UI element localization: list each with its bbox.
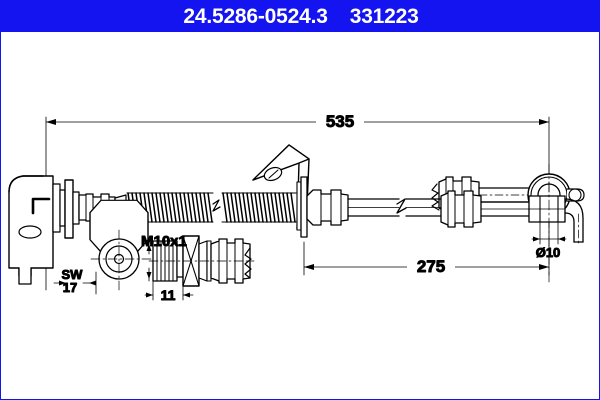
bracket-hole	[18, 225, 42, 239]
dimension-m10-group	[146, 241, 152, 282]
detail-hex-nut-end-view	[89, 199, 152, 291]
label-mask-275	[407, 259, 455, 275]
dimension-diameter-group	[531, 221, 567, 245]
dimension-label-275: 275	[417, 257, 445, 276]
left-marking-L	[31, 197, 51, 215]
arrow-right-275	[539, 264, 549, 270]
label-thread-spec: M10x1	[141, 233, 187, 250]
hose-tube-mid	[347, 198, 400, 217]
label-wrench-size: SW	[62, 267, 84, 282]
catalog-number-label: 331223	[349, 4, 419, 28]
left-collar-stack	[52, 179, 80, 239]
label-mask-535	[316, 114, 364, 130]
arrow-right-535	[539, 119, 549, 125]
arrow-left-535	[46, 119, 56, 125]
spring-guard-segment-2	[221, 192, 297, 223]
left-banjo-fitting	[8, 175, 54, 285]
dimension-label-diameter: Ø10	[536, 245, 561, 260]
detail-threaded-fitting	[148, 235, 255, 287]
break-symbol-hose	[396, 198, 407, 214]
dimension-11-group	[144, 280, 194, 301]
mid-crimp-fitting	[306, 189, 349, 226]
technical-drawing-canvas: 535 275	[1, 32, 599, 399]
dimension-label-11: 11	[161, 287, 176, 303]
label-wrench-size-value: 17	[63, 280, 77, 295]
hose-diagram-svg: 535 275	[8, 112, 585, 304]
mounting-bracket	[252, 144, 310, 238]
break-symbol-spring	[212, 199, 221, 212]
arrow-left-275	[304, 264, 314, 270]
dimension-275-group	[303, 216, 550, 276]
dimension-sw17-group	[53, 271, 97, 295]
bracket-tab	[18, 267, 32, 285]
title-bar: 24.5286-0524.3 331223	[1, 1, 599, 32]
part-number-label: 24.5286-0524.3	[183, 4, 328, 28]
dimension-label-535: 535	[326, 112, 354, 131]
lower-right-branch	[405, 181, 584, 283]
